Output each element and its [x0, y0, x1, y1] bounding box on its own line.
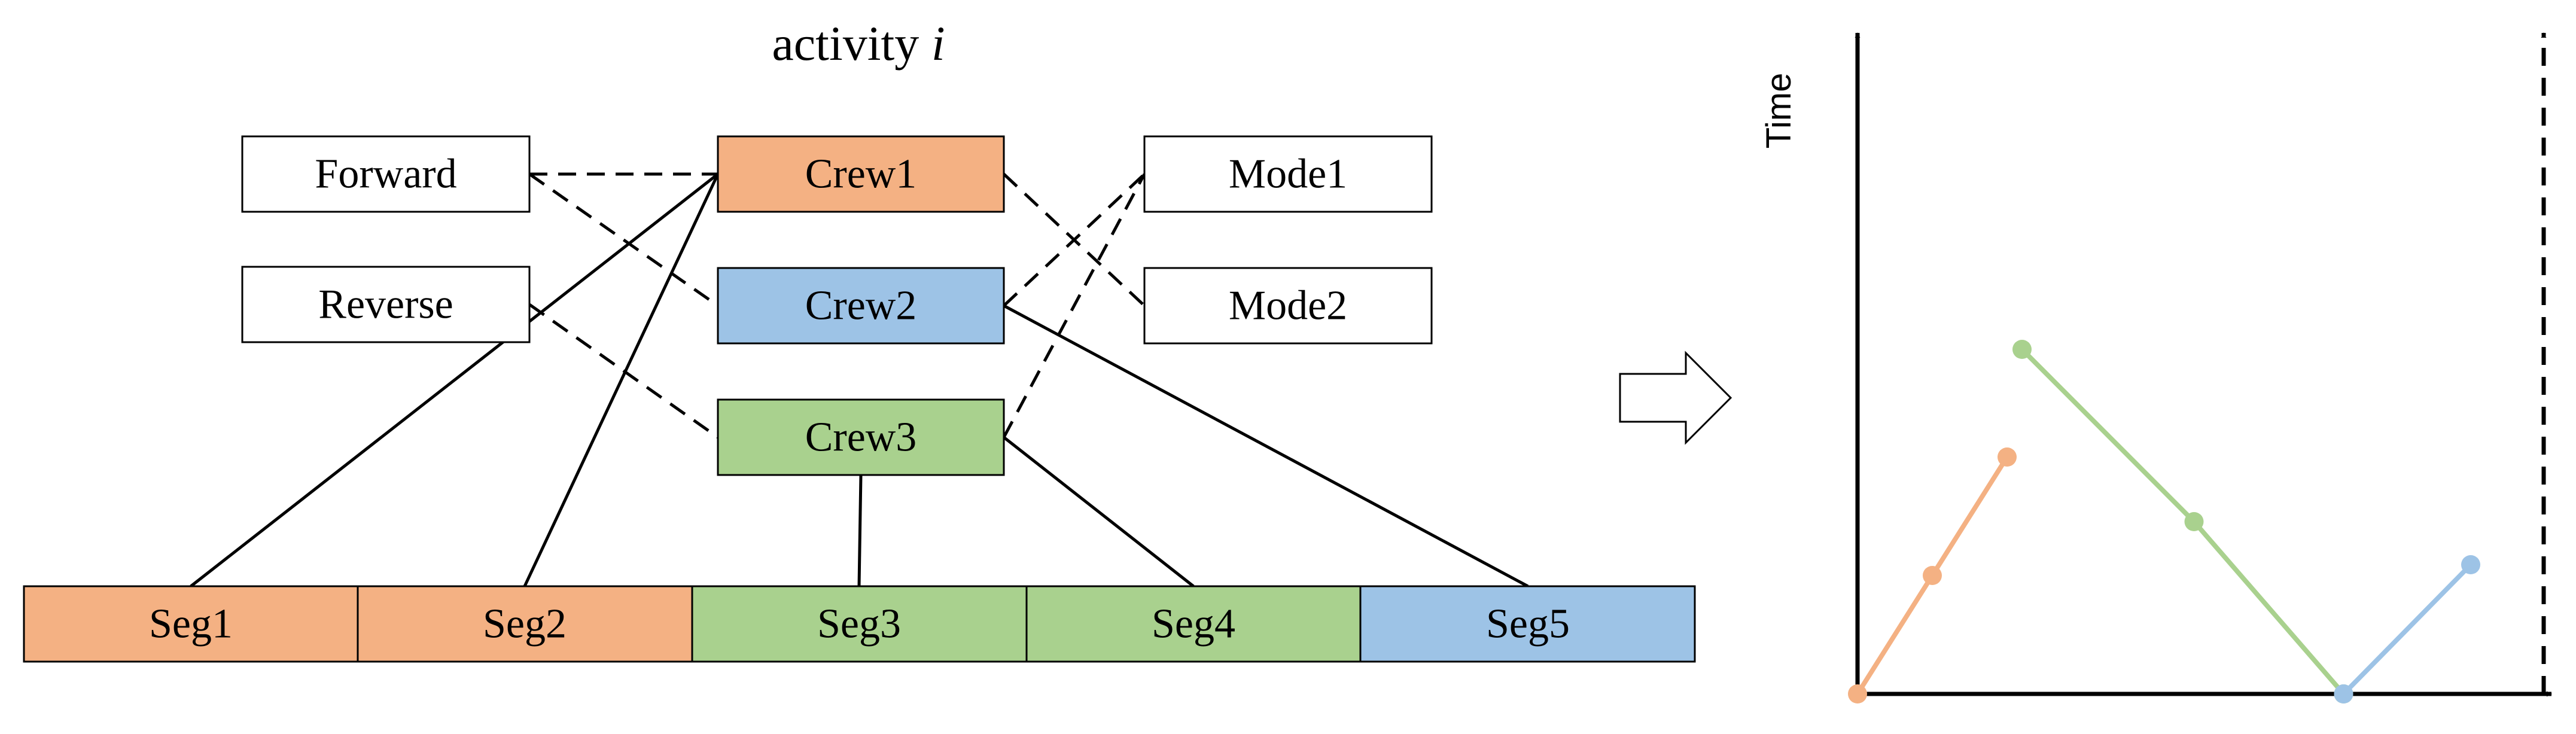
solid-link-crew2-seg5 [1003, 304, 1529, 588]
direction-box-reverse: Reverse [241, 266, 531, 343]
segment-seg1-rect [23, 585, 359, 663]
segment-seg1: Seg1 [23, 585, 359, 663]
direction-label-forward: Forward [315, 151, 456, 197]
segment-label-seg1: Seg1 [149, 601, 233, 647]
segment-label-seg3: Seg3 [817, 601, 901, 647]
y-axis-label: Time [1759, 73, 1798, 149]
dashed-link-forward-crew2 [528, 172, 719, 307]
direction-box-forward-rect [241, 135, 531, 213]
title-text: activity [772, 16, 931, 71]
direction-label-reverse: Reverse [318, 282, 453, 328]
dashed-link-reverse-crew3 [528, 303, 719, 439]
crew-label-crew1: Crew1 [805, 151, 917, 197]
path-point-crew1-2 [1998, 447, 2017, 467]
segment-label-seg4: Seg4 [1152, 601, 1235, 647]
dashed-link-crew2-mode1 [1003, 173, 1146, 307]
crew-box-crew1: Crew1 [717, 135, 1005, 213]
path-point-crew1-1 [1923, 566, 1942, 585]
crew-box-crew2: Crew2 [717, 267, 1005, 345]
segment-seg2: Seg2 [357, 585, 693, 663]
solid-link-crew3-seg4 [1003, 436, 1195, 587]
connection-lines [190, 172, 1529, 588]
mode-box-mode1: Mode1 [1143, 135, 1433, 213]
segment-seg3-rect [691, 585, 1028, 663]
crew-box-crew1-rect [717, 135, 1005, 213]
segment-label-seg2: Seg2 [483, 601, 567, 647]
transform-arrow-icon [1619, 351, 1732, 445]
time-plot: Time [1759, 32, 2552, 703]
path-line-crew2 [2341, 563, 2473, 696]
segment-seg3: Seg3 [691, 585, 1028, 663]
direction-box-forward: Forward [241, 135, 531, 213]
mode-box-mode2: Mode2 [1143, 267, 1433, 345]
segment-seg5-rect [1359, 585, 1696, 663]
diagram-title: activity i [772, 16, 945, 71]
crew-label-crew2: Crew2 [805, 283, 917, 329]
mode-label-mode2: Mode2 [1229, 283, 1347, 329]
solid-link-crew3-seg3 [857, 474, 863, 587]
path-point-crew2-1 [2461, 555, 2480, 574]
dashed-link-crew3-mode1 [1002, 173, 1146, 438]
crew-paths [1848, 340, 2480, 703]
path-line-crew3 [2020, 348, 2346, 696]
solid-link-crew1-seg2 [523, 173, 720, 587]
segment-seg5: Seg5 [1359, 585, 1696, 663]
path-point-crew3-1 [2184, 512, 2204, 531]
path-point-crew3-0 [2012, 340, 2032, 359]
crew-box-crew3: Crew3 [717, 398, 1005, 476]
mode-label-mode1: Mode1 [1229, 151, 1347, 197]
direction-box-reverse-rect [241, 266, 531, 343]
crew-label-crew3: Crew3 [805, 415, 917, 461]
segment-seg2-rect [357, 585, 693, 663]
crew-box-crew2-rect [717, 267, 1005, 345]
segment-seg4: Seg4 [1025, 585, 1362, 663]
crew-box-crew3-rect [717, 398, 1005, 476]
mode-box-mode2-rect [1143, 267, 1433, 345]
path-point-crew2-0 [2334, 684, 2353, 703]
segment-seg4-rect [1025, 585, 1362, 663]
segment-bar: Seg1 Seg2 Seg3 Seg4 Seg5 [23, 585, 1696, 663]
segment-label-seg5: Seg5 [1486, 601, 1570, 647]
path-point-crew1-0 [1848, 684, 1867, 703]
mode-box-mode1-rect [1143, 135, 1433, 213]
solid-link-crew1-seg1 [190, 173, 719, 587]
title-italic-index: i [931, 16, 945, 71]
